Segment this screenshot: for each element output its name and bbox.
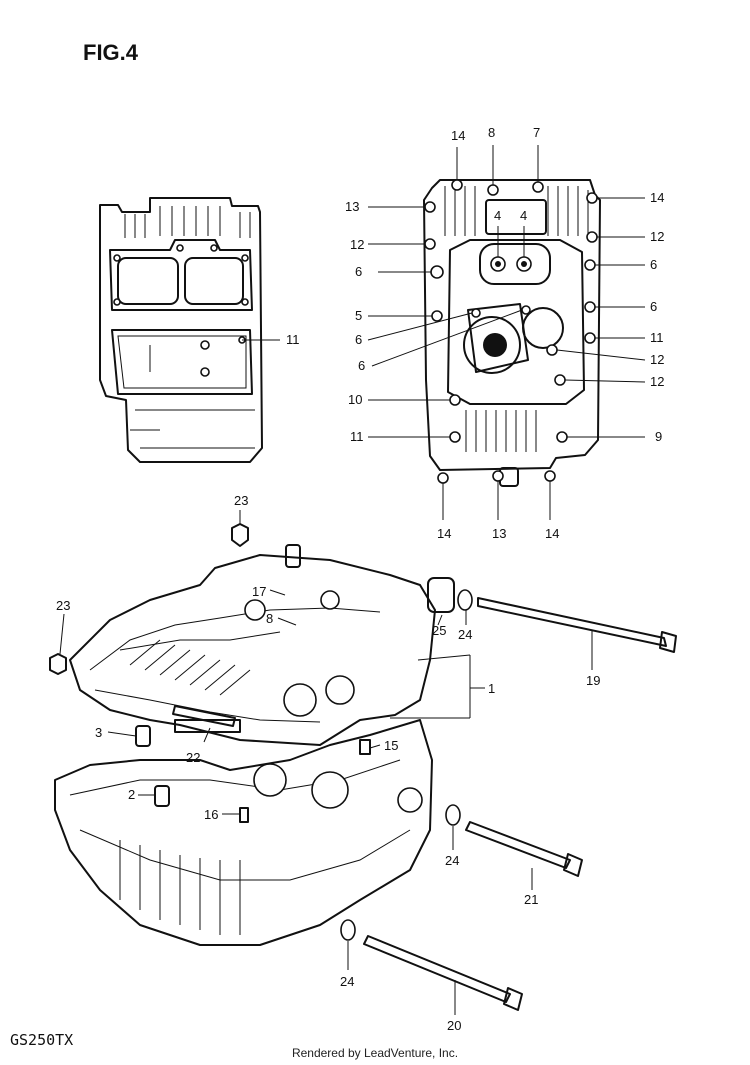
figure-title: FIG.4 xyxy=(83,40,139,65)
callout-2: 2 xyxy=(128,787,135,802)
callout-12: 12 xyxy=(650,374,664,389)
callout-13: 13 xyxy=(345,199,359,214)
model-code: GS250TX xyxy=(10,1031,74,1049)
callout-14: 14 xyxy=(650,190,664,205)
callout-12: 12 xyxy=(650,352,664,367)
callout-12: 12 xyxy=(650,229,664,244)
crankcase-top-view xyxy=(99,197,263,463)
callout-1: 1 xyxy=(488,681,495,696)
callout-11: 11 xyxy=(650,330,664,345)
callout-21: 21 xyxy=(524,892,538,907)
callout-labels: 14 8 7 14 13 12 12 6 6 4 4 5 6 6 6 11 12… xyxy=(56,125,664,1033)
callout-17: 17 xyxy=(252,584,266,599)
callout-4: 4 xyxy=(520,208,527,223)
callout-3: 3 xyxy=(95,725,102,740)
callout-6: 6 xyxy=(358,358,365,373)
callout-23: 23 xyxy=(56,598,70,613)
callout-25: 25 xyxy=(432,623,446,638)
callout-11: 11 xyxy=(350,429,364,444)
callout-9: 9 xyxy=(655,429,662,444)
crankcase-assembly xyxy=(49,510,677,1015)
callout-24: 24 xyxy=(458,627,472,642)
footer-credit: Rendered by LeadVenture, Inc. xyxy=(291,1046,459,1060)
callout-13: 13 xyxy=(492,526,506,541)
callout-8: 8 xyxy=(266,611,273,626)
callout-6: 6 xyxy=(650,299,657,314)
callout-6: 6 xyxy=(355,264,362,279)
callout-14: 14 xyxy=(437,526,451,541)
callout-22: 22 xyxy=(186,750,200,765)
callout-23: 23 xyxy=(234,493,248,508)
callout-5: 5 xyxy=(355,308,362,323)
callout-20: 20 xyxy=(447,1018,461,1033)
callout-16: 16 xyxy=(204,807,218,822)
callout-24: 24 xyxy=(340,974,354,989)
callout-24: 24 xyxy=(445,853,459,868)
callout-19: 19 xyxy=(586,673,600,688)
callout-12: 12 xyxy=(350,237,364,252)
callout-7: 7 xyxy=(533,125,540,140)
callout-14: 14 xyxy=(451,128,465,143)
callout-10: 10 xyxy=(348,392,362,407)
callout-11: 11 xyxy=(286,332,300,347)
callout-8: 8 xyxy=(488,125,495,140)
callout-4: 4 xyxy=(494,208,501,223)
callout-14: 14 xyxy=(545,526,559,541)
callout-15: 15 xyxy=(384,738,398,753)
callout-6: 6 xyxy=(355,332,362,347)
crankcase-bottom-view xyxy=(242,145,646,520)
callout-6: 6 xyxy=(650,257,657,272)
